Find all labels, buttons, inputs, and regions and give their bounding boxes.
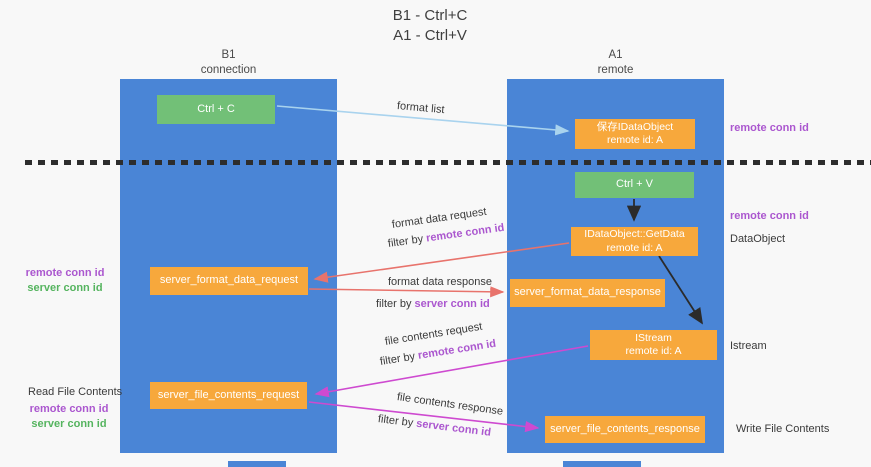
label-conn-ids-mid-left: remote conn id server conn id — [24, 266, 106, 296]
filter-by-text: filter by — [379, 350, 416, 368]
node-istream-line2: remote id: A — [625, 345, 682, 357]
node-istream-line1: IStream — [635, 331, 672, 344]
label-istream: Istream — [730, 340, 767, 352]
server-conn-id-text: server conn id — [415, 417, 492, 439]
node-server-format-data-response: server_format_data_response — [510, 279, 665, 307]
node-ctrl-v: Ctrl + V — [575, 172, 694, 198]
server-conn-id-text: server conn id — [414, 298, 490, 310]
node-save-idataobject-line1: 保存IDataObject — [596, 120, 674, 133]
label-remote-conn-id-top: remote conn id — [730, 122, 809, 134]
label-read-file-contents: Read File Contents — [28, 386, 123, 398]
node-istream: IStream remote id: A — [590, 330, 717, 360]
node-ctrl-c-label: Ctrl + C — [197, 102, 235, 115]
node-server-file-contents-response-label: server_file_contents_response — [550, 422, 700, 435]
remote-conn-id-text: remote conn id — [425, 221, 506, 245]
remote-conn-id-text: remote conn id — [417, 337, 497, 362]
label-dataobject: DataObject — [730, 233, 786, 245]
node-ctrl-v-label: Ctrl + V — [616, 178, 653, 191]
node-server-file-contents-request-label: server_file_contents_request — [157, 388, 300, 401]
node-server-format-data-response-label: server_format_data_response — [514, 286, 661, 299]
title-line-1: B1 - Ctrl+C — [392, 7, 468, 24]
node-ctrl-c: Ctrl + C — [157, 95, 275, 124]
session-divider-dashed-line — [25, 160, 871, 165]
label-format-data-response: format data response — [388, 276, 492, 288]
label-format-list: format list — [396, 100, 446, 117]
server-conn-id-text: server conn id — [31, 417, 107, 430]
label-filter-by-server-2: filter by server conn id — [377, 413, 491, 439]
node-save-idataobject-line2: remote id: A — [606, 134, 664, 146]
lifeline-b1-role: connection — [200, 63, 257, 76]
node-server-format-data-request-label: server_format_data_request — [159, 274, 299, 287]
lifeline-header-a1: A1 remote — [507, 48, 724, 78]
cutoff-box-left — [228, 461, 286, 467]
node-server-file-contents-request: server_file_contents_request — [150, 382, 307, 409]
arrow-format-data-response — [308, 286, 505, 298]
node-server-format-data-request: server_format_data_request — [150, 267, 308, 295]
label-filter-by-server-1: filter by server conn id — [376, 298, 490, 310]
label-conn-ids-bottom-left: remote conn id server conn id — [28, 402, 110, 432]
label-write-file-contents: Write File Contents — [736, 423, 830, 435]
node-save-idataobject: 保存IDataObject remote id: A — [575, 119, 695, 149]
lifeline-a1-role: remote — [597, 63, 634, 76]
lifeline-a1-name: A1 — [608, 49, 623, 61]
remote-conn-id-text: remote conn id — [25, 267, 105, 279]
node-server-file-contents-response: server_file_contents_response — [545, 416, 705, 443]
node-getdata-line2: remote id: A — [606, 241, 663, 254]
title-line-2: A1 - Ctrl+V — [393, 27, 467, 45]
server-conn-id-text: server conn id — [27, 281, 103, 294]
remote-conn-id-text: remote conn id — [29, 403, 109, 415]
lifeline-b1-name: B1 — [221, 49, 236, 61]
node-idataobject-getdata: IDataObject::GetData remote id: A — [571, 227, 698, 256]
filter-by-text: filter by — [376, 298, 412, 310]
filter-by-text: filter by — [387, 233, 424, 250]
cutoff-box-right — [563, 461, 641, 467]
lifeline-header-b1: B1 connection — [120, 48, 337, 78]
diagram-title: B1 - Ctrl+C A1 - Ctrl+V — [300, 6, 560, 47]
filter-by-text: filter by — [377, 413, 414, 430]
node-getdata-line1: IDataObject::GetData — [584, 228, 685, 241]
label-remote-conn-id-mid: remote conn id — [730, 210, 809, 222]
label-file-contents-response: file contents response — [396, 391, 504, 418]
